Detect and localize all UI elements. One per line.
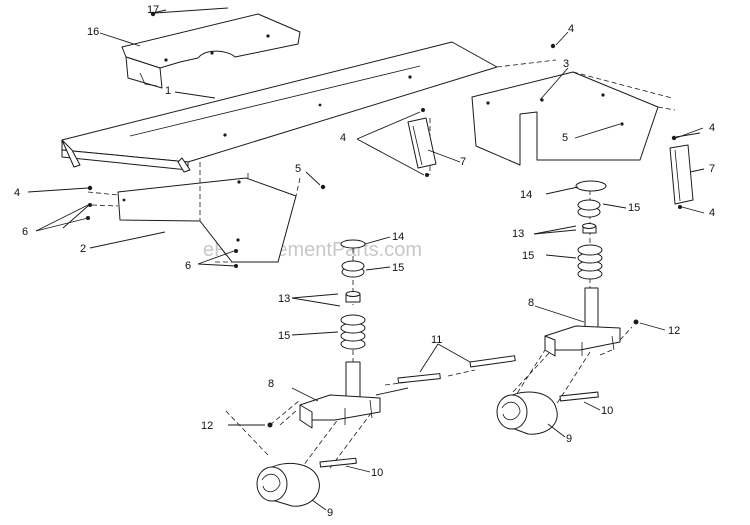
wheel-left bbox=[256, 462, 320, 507]
channel-part-7-right bbox=[669, 144, 694, 209]
callout-4-top: 4 bbox=[568, 23, 574, 35]
bracket-part-16 bbox=[121, 13, 301, 89]
callout-4-mid: 4 bbox=[340, 132, 346, 144]
callout-6-lower: 6 bbox=[185, 260, 191, 272]
side-plate-part-3 bbox=[471, 71, 659, 166]
callout-14-right: 14 bbox=[520, 189, 532, 201]
callout-9-left: 9 bbox=[327, 507, 333, 519]
callout-9-right: 9 bbox=[566, 433, 572, 445]
callout-8-left: 8 bbox=[268, 378, 274, 390]
channel-part-7-left bbox=[407, 108, 437, 177]
callout-5-right: 5 bbox=[562, 132, 568, 144]
callout-13-right: 13 bbox=[512, 228, 524, 240]
wheel-right bbox=[496, 391, 558, 435]
callout-4-right-bottom: 4 bbox=[709, 207, 715, 219]
callout-7-right: 7 bbox=[709, 163, 715, 175]
top-plate-part-1 bbox=[61, 41, 498, 173]
caster-fork-right bbox=[544, 287, 621, 357]
callout-4-left: 4 bbox=[14, 187, 20, 199]
callout-15-left-top: 15 bbox=[392, 262, 404, 274]
callout-10-left: 10 bbox=[371, 467, 383, 479]
callout-5-left: 5 bbox=[295, 163, 301, 175]
callout-2: 2 bbox=[80, 243, 86, 255]
callout-13-left: 13 bbox=[278, 293, 290, 305]
callout-11: 11 bbox=[431, 334, 442, 346]
callout-14-left: 14 bbox=[392, 231, 404, 243]
axles-part-11 bbox=[397, 355, 516, 384]
callout-labels: 17 16 1 4 3 4 5 7 4 7 4 4 5 6 2 6 14 15 … bbox=[14, 4, 715, 519]
callout-17: 17 bbox=[147, 4, 159, 16]
callout-8-right: 8 bbox=[528, 297, 534, 309]
callout-6-left: 6 bbox=[22, 226, 28, 238]
lower-plate-part-2 bbox=[117, 177, 297, 263]
callout-4-right-top: 4 bbox=[709, 122, 715, 134]
callout-15-right-top: 15 bbox=[628, 202, 640, 214]
callout-12-left: 12 bbox=[201, 420, 213, 432]
wheel-bolts-part-10 bbox=[319, 391, 599, 468]
spring-stack-left bbox=[340, 239, 366, 350]
callout-1: 1 bbox=[165, 85, 171, 97]
callout-7-left: 7 bbox=[460, 156, 466, 168]
leader-lines bbox=[27, 9, 705, 511]
callout-15-left-bottom: 15 bbox=[278, 330, 290, 342]
callout-15-right-bottom: 15 bbox=[522, 250, 534, 262]
callout-16: 16 bbox=[87, 26, 99, 38]
caster-fork-left bbox=[299, 361, 409, 429]
callout-10-right: 10 bbox=[601, 405, 613, 417]
callout-12-right: 12 bbox=[668, 325, 680, 337]
callout-3: 3 bbox=[563, 58, 569, 70]
spring-stack-right bbox=[575, 180, 607, 280]
